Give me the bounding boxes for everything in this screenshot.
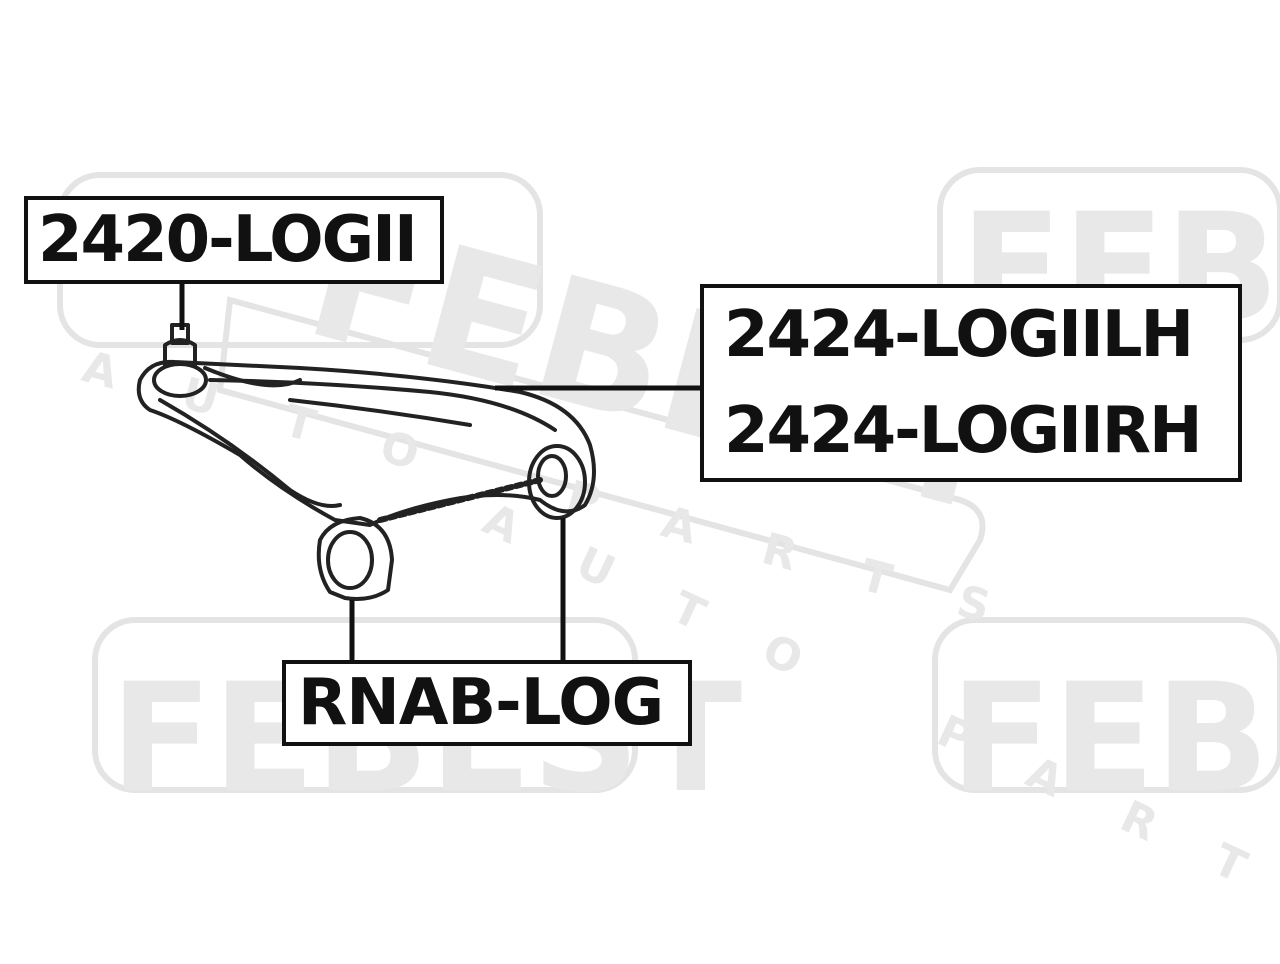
front-bushing-center xyxy=(326,530,374,590)
rear-bushing-center xyxy=(536,454,568,498)
watermark-stripe xyxy=(216,296,986,594)
arm-rib xyxy=(203,366,302,388)
arm-edge xyxy=(158,398,342,508)
part-number: RNAB-LOG xyxy=(298,666,664,740)
watermark-brand: FEBEST xyxy=(950,652,1280,826)
front-bushing xyxy=(316,516,394,601)
label-ball-joint: 2420-LOGII xyxy=(24,196,444,284)
part-number-right: 2424-LOGIIRH xyxy=(724,394,1203,468)
label-control-arm: 2424-LOGIILH 2424-LOGIIRH xyxy=(700,284,1242,482)
arm-outline xyxy=(136,359,596,527)
label-bushing: RNAB-LOG xyxy=(282,660,692,746)
rear-bushing xyxy=(527,444,587,520)
part-number-left: 2424-LOGIILH xyxy=(724,298,1194,372)
ball-joint xyxy=(152,362,208,398)
leader-lines xyxy=(179,284,700,660)
watermark-frame xyxy=(932,617,1280,793)
arm-brace xyxy=(377,477,543,523)
control-arm-drawing xyxy=(136,323,596,601)
ball-joint-stud xyxy=(163,338,197,367)
part-number: 2420-LOGII xyxy=(38,203,418,277)
arm-rib xyxy=(288,398,472,427)
arm-edge xyxy=(208,378,557,432)
